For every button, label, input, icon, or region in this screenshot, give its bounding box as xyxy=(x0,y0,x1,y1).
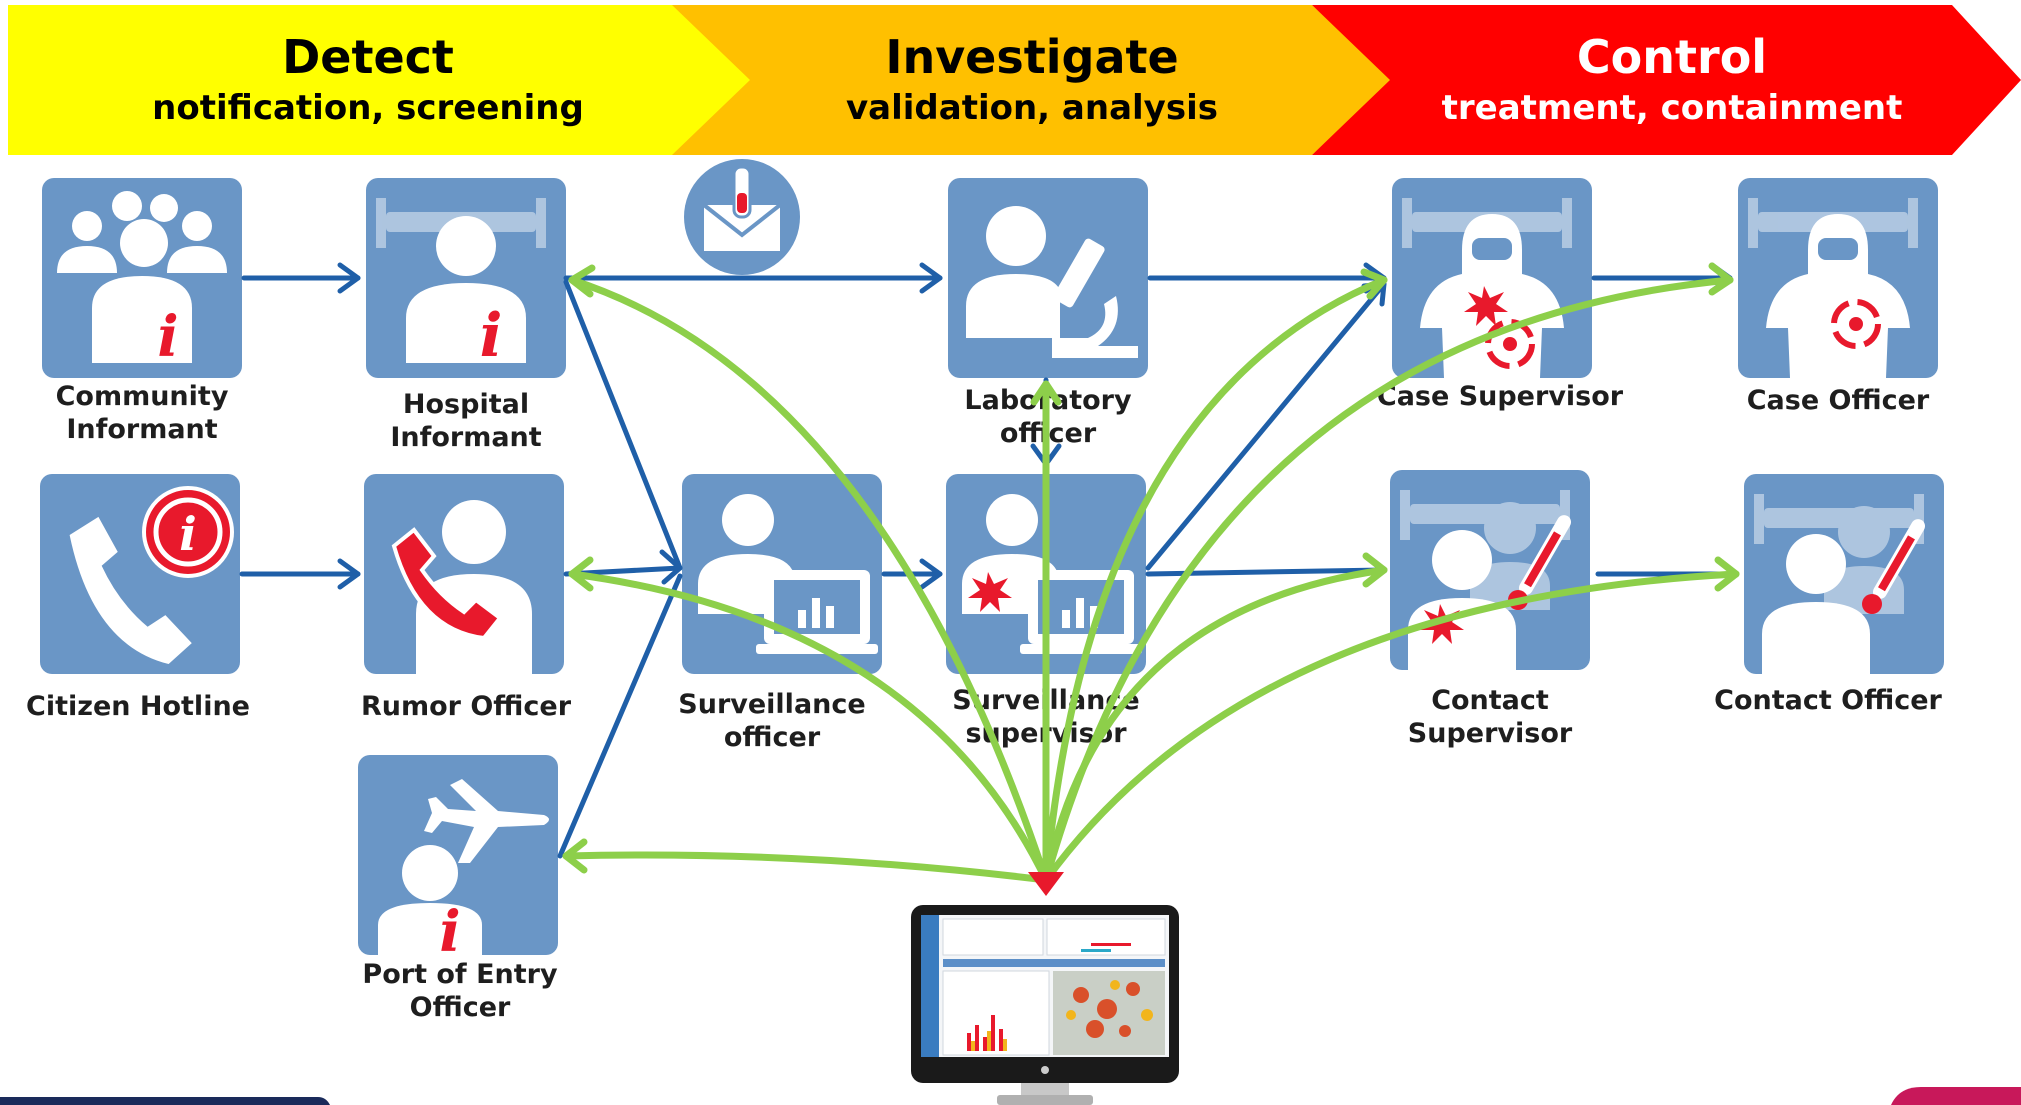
phase-control-title: Control xyxy=(1576,30,1768,84)
surveillance-officer-node xyxy=(682,474,882,674)
data-link-hospital-informant xyxy=(568,276,1050,884)
laboratory-officer-node xyxy=(948,178,1148,378)
svg-text:i: i xyxy=(439,899,460,955)
microscope-icon xyxy=(966,206,1138,358)
phase-control-chevron xyxy=(1312,5,2021,155)
case-supervisor-label: Case Supervisor xyxy=(1376,381,1624,412)
hospital-informant-node: i xyxy=(366,178,566,378)
phase-investigate-chevron xyxy=(672,5,1392,155)
phase-detect-title: Detect xyxy=(282,30,454,84)
flow-arrow-supervisor-case xyxy=(1145,281,1387,571)
phase-investigate-title: Investigate xyxy=(885,30,1179,84)
flow-arrow-port-surveillance xyxy=(557,573,683,859)
thermometer-alert-icon xyxy=(1400,490,1571,670)
case-officer-label: Case Officer xyxy=(1746,385,1930,416)
phase-investigate: Investigate validation, analysis xyxy=(672,5,1392,155)
phase-investigate-subtitle: validation, analysis xyxy=(846,88,1218,128)
surveillance-officer-label: Surveillance officer xyxy=(678,689,866,753)
phase-control-subtitle: treatment, containment xyxy=(1441,88,1903,128)
case-officer-node xyxy=(1738,178,1938,378)
biohazard-suit-icon xyxy=(1748,198,1918,378)
svg-text:i: i xyxy=(179,507,196,561)
flow-arrowhead xyxy=(919,262,943,294)
dashboard-monitor-icon xyxy=(911,905,1179,1105)
thermometer-icon xyxy=(1754,494,1925,674)
hospital-informant-icon: i xyxy=(376,198,546,371)
footer-corner-left xyxy=(0,1097,330,1105)
sample-envelope-icon xyxy=(684,159,800,275)
flow-arrowhead xyxy=(337,262,361,294)
case-supervisor-node xyxy=(1392,178,1592,378)
community-informant-icon: i xyxy=(57,191,227,370)
data-link-arrowhead xyxy=(568,264,596,298)
data-link-arrowhead xyxy=(1362,552,1388,588)
phase-control: Control treatment, containment xyxy=(1312,5,2021,155)
flow-arrowhead xyxy=(659,549,683,585)
citizen-hotline-label: Citizen Hotline xyxy=(26,691,250,722)
data-link-case-supervisor xyxy=(1042,276,1388,884)
flow-arrowhead xyxy=(919,558,943,590)
contact-officer-label: Contact Officer xyxy=(1714,685,1942,716)
flow-arrow-hospital-surveillance xyxy=(563,279,683,571)
rumor-phone-icon xyxy=(391,500,532,674)
contact-supervisor-label: Contact Supervisor xyxy=(1407,685,1573,749)
port-of-entry-label: Port of Entry Officer xyxy=(362,959,558,1023)
phone-info-icon: i xyxy=(69,486,234,665)
data-link-arrowhead xyxy=(568,556,594,592)
contact-supervisor-node xyxy=(1390,470,1590,670)
data-link-rumor-officer xyxy=(568,570,1050,884)
central-system-pointer xyxy=(1028,872,1064,896)
data-link-arrowhead xyxy=(1714,556,1740,592)
phase-detect-chevron xyxy=(8,5,758,155)
data-link-port-of-entry xyxy=(562,851,1050,884)
airplane-informant-icon: i xyxy=(378,779,549,955)
data-link-arrowhead xyxy=(1360,268,1388,300)
phase-detect: Detect notification, screening xyxy=(8,5,758,155)
rumor-officer-node xyxy=(364,474,564,674)
svg-text:i: i xyxy=(157,304,178,370)
community-informant-node: i xyxy=(42,178,242,378)
hospital-informant-label: Hospital Informant xyxy=(390,389,542,453)
community-informant-label: Community Informant xyxy=(55,381,229,445)
flow-arrowhead xyxy=(337,558,361,590)
port-of-entry-node: i xyxy=(358,755,558,955)
biohazard-suit-alert-icon xyxy=(1402,198,1572,378)
phase-detect-subtitle: notification, screening xyxy=(152,88,584,128)
data-link-case-officer xyxy=(1042,276,1734,884)
data-link-arrowhead xyxy=(1030,380,1062,406)
data-link-contact-supervisor xyxy=(1042,566,1388,884)
data-link-arrowhead xyxy=(1708,262,1734,296)
rumor-officer-label: Rumor Officer xyxy=(360,691,572,722)
data-link-contact-officer xyxy=(1042,570,1740,884)
data-link-arrowhead xyxy=(562,838,588,874)
contact-officer-node xyxy=(1744,474,1944,674)
footer-corner-right xyxy=(1891,1087,2021,1105)
citizen-hotline-node: i xyxy=(40,474,240,674)
svg-text:i: i xyxy=(480,301,503,371)
